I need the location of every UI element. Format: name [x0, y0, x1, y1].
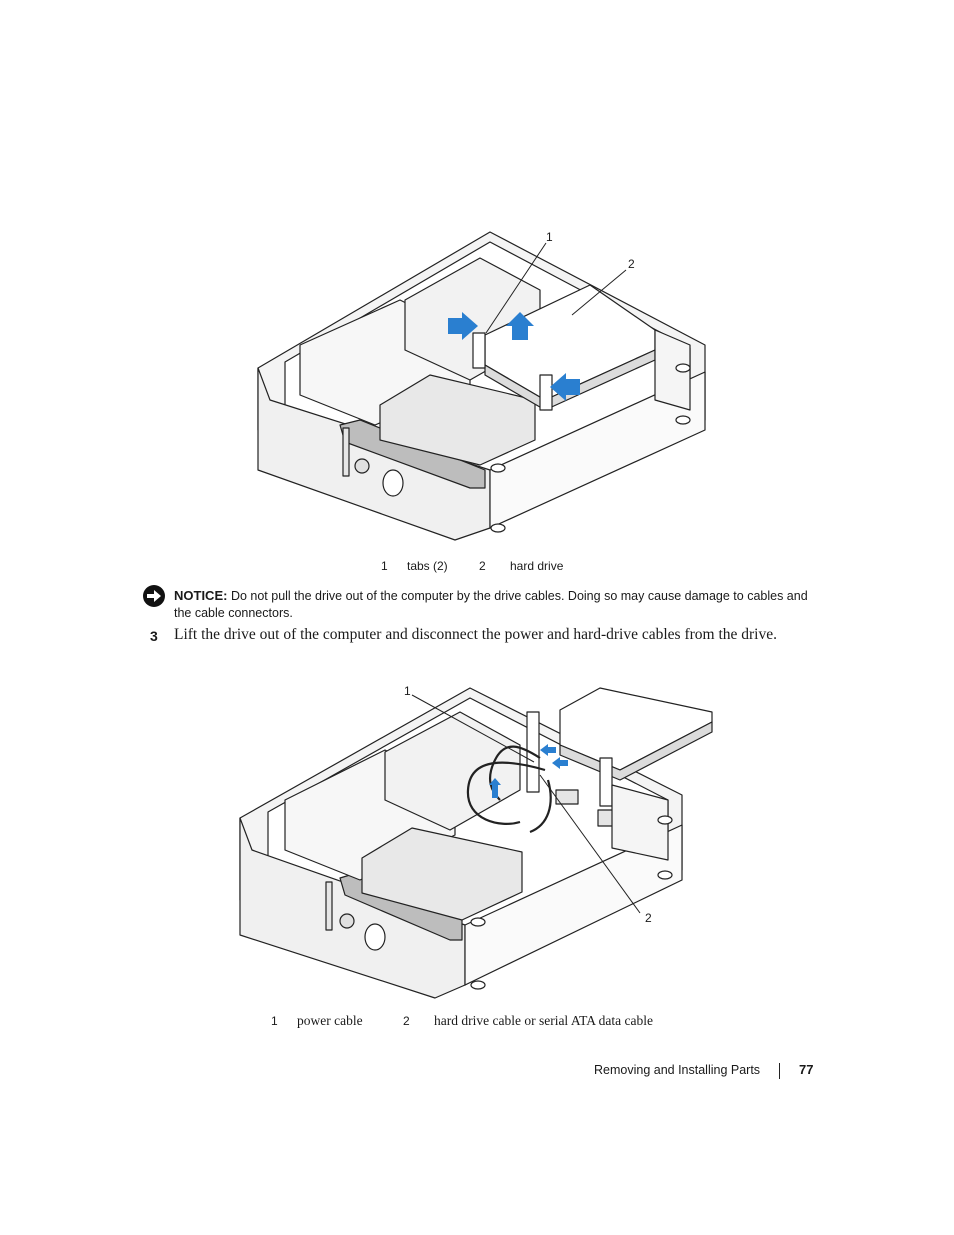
notice-text-line2: the cable connectors. [174, 606, 293, 620]
legend-label: hard drive cable or serial ATA data cabl… [434, 1013, 653, 1028]
figure-1-callout-1: 1 [546, 230, 553, 244]
notice-arrow-icon [143, 585, 165, 607]
disconnect-arrow-2 [552, 757, 568, 769]
figure-1-callout-2: 2 [628, 257, 635, 271]
step-text: Lift the drive out of the computer and d… [174, 626, 777, 643]
legend-number: 2 [403, 1014, 410, 1028]
page-number: 77 [799, 1062, 814, 1077]
legend-label: hard drive [510, 559, 564, 573]
footer-divider [779, 1063, 780, 1079]
step-number: 3 [150, 628, 158, 644]
legend-label: power cable [297, 1013, 363, 1028]
push-arrow-right [550, 373, 580, 401]
legend-number: 1 [271, 1014, 278, 1028]
legend-number: 1 [381, 559, 388, 573]
legend-label: tabs (2) [407, 559, 448, 573]
disconnect-arrow-3 [489, 778, 501, 798]
footer-section-title: Removing and Installing Parts [594, 1063, 761, 1077]
lift-arrow [506, 312, 534, 340]
figure-2-callout-1: 1 [404, 684, 411, 698]
figure-2-callout-2: 2 [645, 911, 652, 925]
legend-number: 2 [479, 559, 486, 573]
disconnect-arrow-1 [540, 744, 556, 756]
notice-text-line1: Do not pull the drive out of the compute… [230, 589, 808, 603]
push-arrow-left [448, 312, 478, 340]
notice-label: NOTICE: [174, 588, 228, 603]
